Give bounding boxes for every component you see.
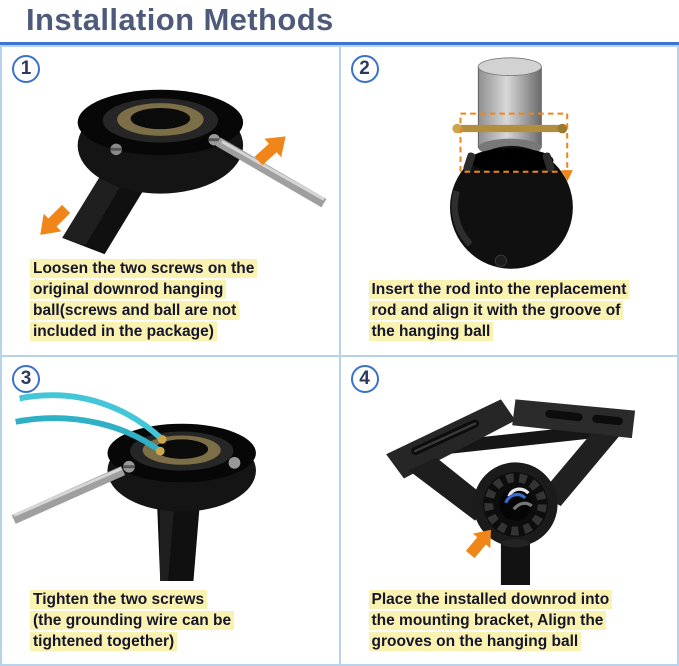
step-panel-4: 4: [339, 355, 678, 665]
step-number-badge: 3: [12, 364, 40, 393]
step-number: 4: [359, 367, 370, 389]
hanging-ball: [77, 89, 244, 194]
page-title: Installation Methods: [26, 2, 334, 37]
brass-pin: [452, 123, 567, 134]
orange-arrow-icon: [254, 136, 286, 166]
step-caption: Insert the rod into the replacement rod …: [349, 277, 670, 350]
step-caption: Place the installed downrod into the mou…: [349, 587, 670, 660]
orange-arrow-icon: [465, 529, 491, 558]
orange-arrow-icon: [40, 204, 71, 235]
replacement-rod: [477, 57, 542, 157]
steps-grid: 1: [0, 45, 679, 666]
step-number: 2: [359, 58, 370, 79]
ball-with-grounding-wire-photo: [10, 363, 331, 587]
title-underline: [0, 42, 679, 45]
downrod-ball-with-screwdriver-photo: [10, 53, 331, 256]
step-number-badge: 4: [350, 364, 379, 393]
step-panel-1: 1: [1, 46, 340, 356]
orange-arrow-icon: [561, 170, 573, 182]
mounting-bracket-photo: [349, 363, 670, 587]
mounting-bracket: [385, 398, 635, 521]
step-panel-2: 2: [339, 46, 678, 356]
step-caption: Loosen the two screws on the original do…: [10, 256, 331, 350]
screwdriver: [215, 137, 327, 208]
step-caption: Tighten the two screws (the grounding wi…: [10, 587, 331, 660]
wires: [504, 487, 533, 510]
downrod: [500, 538, 530, 585]
rod-inserted-into-hanging-ball-photo: [349, 53, 670, 277]
hanging-ball: [107, 423, 257, 512]
step-panel-3: 3: [1, 355, 340, 665]
step-number-badge: 1: [12, 55, 40, 83]
hanging-ball-collar: [473, 461, 558, 546]
hanging-ball: [449, 145, 573, 269]
step-number-badge: 2: [350, 55, 379, 83]
step-number: 3: [20, 367, 32, 389]
screwdriver: [12, 465, 126, 524]
step-number: 1: [20, 58, 32, 79]
header: Installation Methods: [0, 0, 679, 38]
grounding-wires: [15, 392, 167, 456]
